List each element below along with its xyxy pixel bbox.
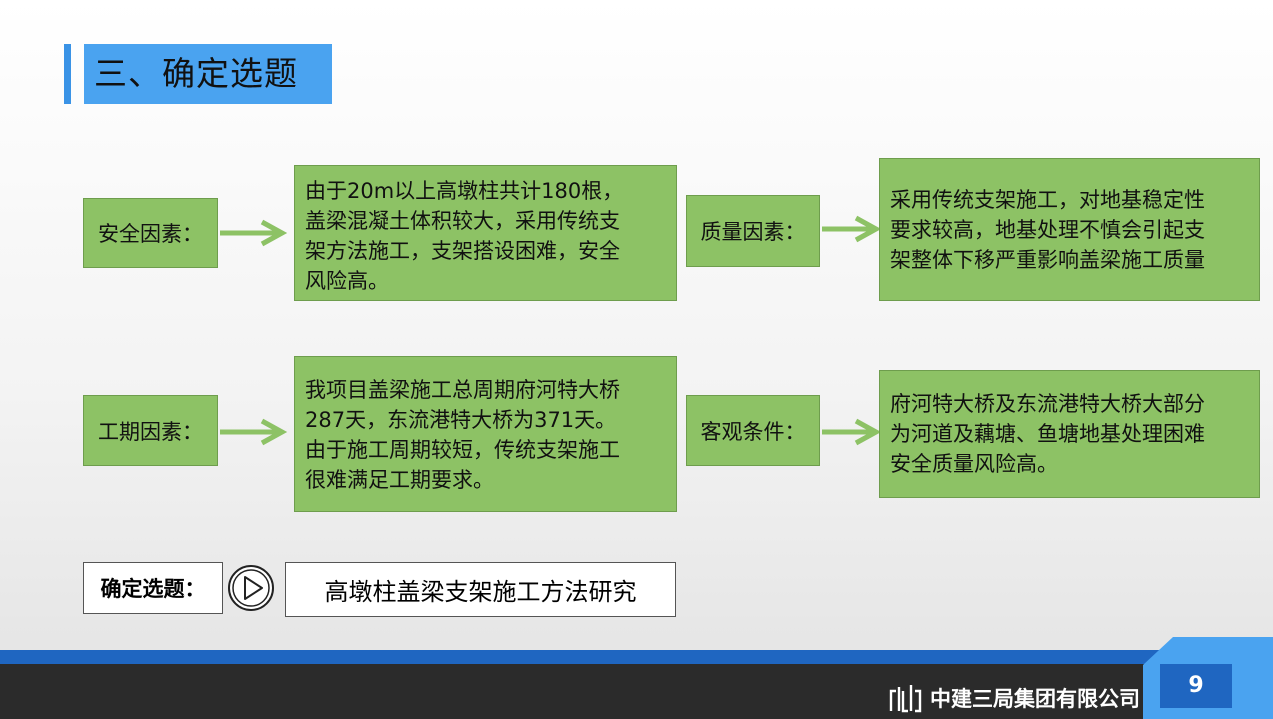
arrow-right-icon (822, 215, 882, 243)
content-line: 我项目盖梁施工总周期府河特大桥 (305, 378, 620, 402)
factor-label-objective: 客观条件： (686, 395, 820, 466)
arrow-right-icon (220, 219, 288, 247)
content-line: 府河特大桥及东流港特大桥大部分 (890, 392, 1205, 416)
footer-blue-stripe (0, 650, 1273, 664)
content-line: 风险高。 (305, 269, 389, 293)
factor-label-quality: 质量因素： (686, 195, 820, 267)
page-number-tab (1143, 637, 1273, 719)
content-line: 盖梁混凝土体积较大，采用传统支 (305, 209, 620, 233)
cscec-logo-icon (889, 685, 922, 713)
content-line: 架方法施工，支架搭设困难，安全 (305, 239, 620, 263)
content-line: 很难满足工期要求。 (305, 468, 494, 492)
page-title: 三、确定选题 (84, 44, 332, 104)
decision-value: 高墩柱盖梁支架施工方法研究 (285, 562, 676, 617)
factor-label-safety: 安全因素： (83, 198, 218, 268)
content-line: 287天，东流港特大桥为371天。 (305, 408, 617, 432)
page-number: 9 (1188, 673, 1204, 698)
content-line: 由于20m以上高墩柱共计180根， (305, 179, 624, 203)
factor-label-schedule: 工期因素： (83, 395, 218, 466)
content-line: 为河道及藕塘、鱼塘地基处理困难 (890, 422, 1205, 446)
content-line: 安全质量风险高。 (890, 452, 1058, 476)
play-circle-icon (228, 565, 274, 611)
content-line: 要求较高，地基处理不慎会引起支 (890, 218, 1205, 242)
content-line: 由于施工周期较短，传统支架施工 (305, 438, 620, 462)
content-line: 采用传统支架施工，对地基稳定性 (890, 188, 1205, 212)
factor-content-schedule: 我项目盖梁施工总周期府河特大桥 287天，东流港特大桥为371天。 由于施工周期… (294, 356, 677, 512)
company-name: 中建三局集团有限公司 (930, 687, 1140, 711)
factor-content-safety: 由于20m以上高墩柱共计180根， 盖梁混凝土体积较大，采用传统支 架方法施工，… (294, 165, 677, 301)
factor-content-objective: 府河特大桥及东流港特大桥大部分 为河道及藕塘、鱼塘地基处理困难 安全质量风险高。 (879, 370, 1260, 498)
arrow-right-icon (220, 418, 288, 446)
footer-band (0, 664, 1273, 719)
arrow-right-icon (822, 418, 882, 446)
content-line: 架整体下移严重影响盖梁施工质量 (890, 248, 1205, 272)
factor-content-quality: 采用传统支架施工，对地基稳定性 要求较高，地基处理不慎会引起支 架整体下移严重影… (879, 158, 1260, 301)
decision-label: 确定选题： (83, 562, 223, 614)
title-accent-bar (64, 44, 71, 104)
